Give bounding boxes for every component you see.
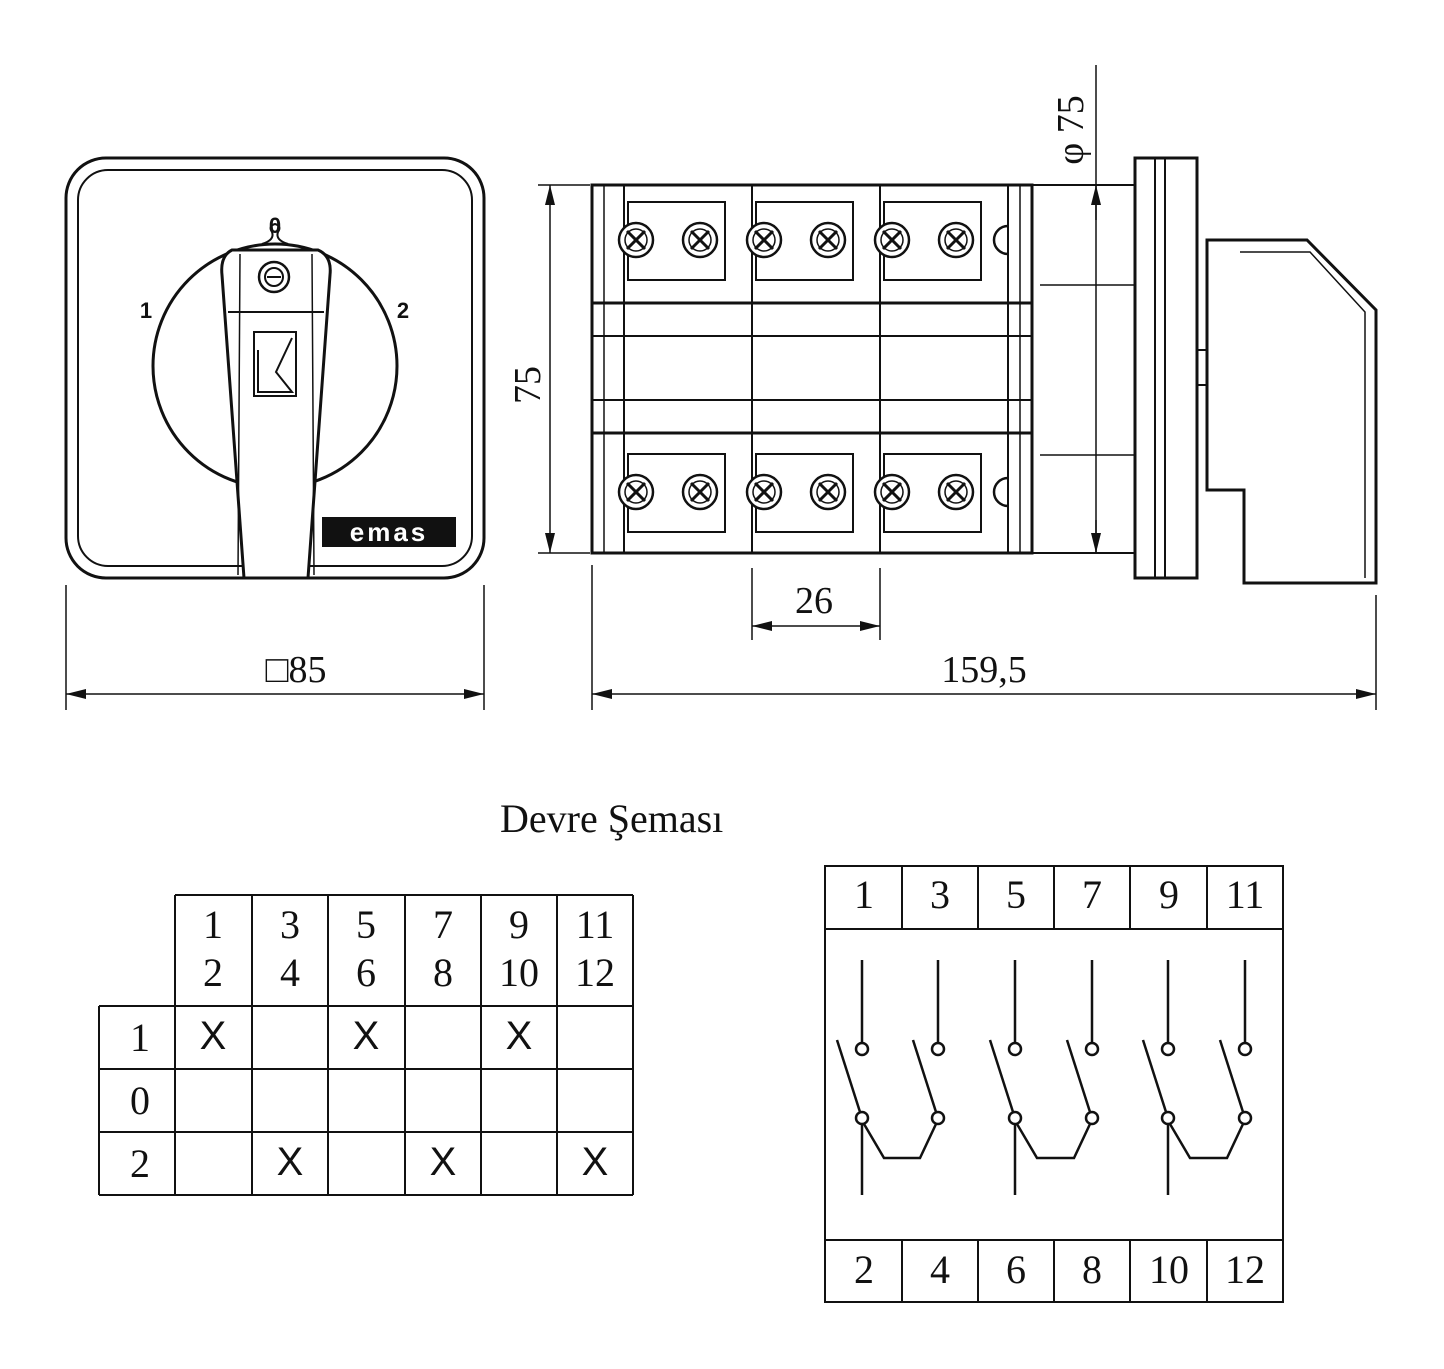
screw-icon — [937, 221, 975, 259]
column-top-terminal: 3 — [280, 902, 300, 947]
table-cell: X — [200, 1014, 227, 1058]
top-terminal-label: 5 — [1006, 872, 1026, 917]
row-position-label: 0 — [130, 1078, 150, 1123]
column-bottom-terminal: 8 — [433, 950, 453, 995]
front-width-label: □85 — [266, 649, 327, 691]
handle-side — [1205, 238, 1378, 585]
length-dimension — [591, 565, 1377, 710]
contact-block-body — [590, 183, 1034, 555]
spacing-dimension — [751, 568, 881, 640]
screw-icon — [992, 224, 1009, 256]
spacing-label: 26 — [795, 580, 833, 622]
screw-icon — [809, 221, 847, 259]
screw-icon — [809, 473, 847, 511]
row-position-label: 2 — [130, 1141, 150, 1186]
position-label-2: 2 — [397, 298, 409, 323]
screw-icon — [617, 221, 655, 259]
brand-text: emas — [350, 517, 429, 547]
position-label-0: 0 — [269, 213, 281, 238]
bottom-terminal-label: 6 — [1006, 1247, 1026, 1292]
circuit-diagram-title: Devre Şeması — [500, 796, 724, 841]
screw-icon — [681, 221, 719, 259]
column-top-terminal: 5 — [356, 902, 376, 947]
rotary-handle — [220, 248, 332, 580]
bottom-terminal-label: 2 — [854, 1247, 874, 1292]
screw-icon — [992, 476, 1009, 508]
top-terminal-label: 11 — [1226, 872, 1265, 917]
table-cell: X — [353, 1014, 380, 1058]
top-terminal-label: 7 — [1082, 872, 1102, 917]
column-bottom-terminal: 6 — [356, 950, 376, 995]
column-top-terminal: 11 — [576, 902, 615, 947]
switching-table — [98, 894, 634, 1196]
screw-icon — [873, 221, 911, 259]
table-cell: X — [506, 1014, 533, 1058]
column-bottom-terminal: 10 — [499, 950, 539, 995]
screw-icon — [873, 473, 911, 511]
column-bottom-terminal: 2 — [203, 950, 223, 995]
handle-logo — [253, 331, 297, 397]
contact-pair — [1141, 960, 1253, 1195]
schematic-terminal-labels: 1 3 5 7 9 11 2 4 6 8 10 12 — [854, 872, 1265, 1292]
screw-icon — [617, 473, 655, 511]
column-bottom-terminal: 12 — [575, 950, 615, 995]
column-top-terminal: 7 — [433, 902, 453, 947]
column-bottom-terminal: 4 — [280, 950, 300, 995]
handle-screw — [257, 260, 291, 294]
top-terminal-label: 9 — [1159, 872, 1179, 917]
column-top-terminal: 1 — [203, 902, 223, 947]
row-position-label: 1 — [130, 1015, 150, 1060]
bottom-terminal-label: 12 — [1225, 1247, 1265, 1292]
bottom-terminal-label: 8 — [1082, 1247, 1102, 1292]
emas-logo — [322, 517, 456, 547]
bottom-terminal-label: 4 — [930, 1247, 950, 1292]
contact-pair — [988, 960, 1100, 1195]
length-label: 159,5 — [941, 649, 1027, 691]
top-terminal-label: 1 — [854, 872, 874, 917]
height-label: 75 — [507, 366, 549, 404]
screw-icon — [745, 473, 783, 511]
height-dimension — [538, 184, 590, 554]
zero-pointer — [261, 222, 289, 245]
bottom-terminal-label: 10 — [1149, 1247, 1189, 1292]
switch-contacts — [835, 960, 1253, 1195]
screw-icon — [937, 473, 975, 511]
side-view — [590, 156, 1378, 585]
diameter-label: φ 75 — [1050, 95, 1092, 164]
position-label-1: 1 — [140, 298, 152, 323]
table-cell: X — [277, 1140, 304, 1184]
screw-icon — [681, 473, 719, 511]
front-view — [64, 156, 486, 580]
table-cell: X — [582, 1140, 609, 1184]
screw-icon — [745, 221, 783, 259]
top-terminal-label: 3 — [930, 872, 950, 917]
screw-terminals — [617, 201, 1009, 533]
column-top-terminal: 9 — [509, 902, 529, 947]
table-cell: X — [430, 1140, 457, 1184]
circuit-schematic — [824, 865, 1284, 1303]
front-width-dimension — [65, 585, 485, 710]
contact-pair — [835, 960, 946, 1195]
